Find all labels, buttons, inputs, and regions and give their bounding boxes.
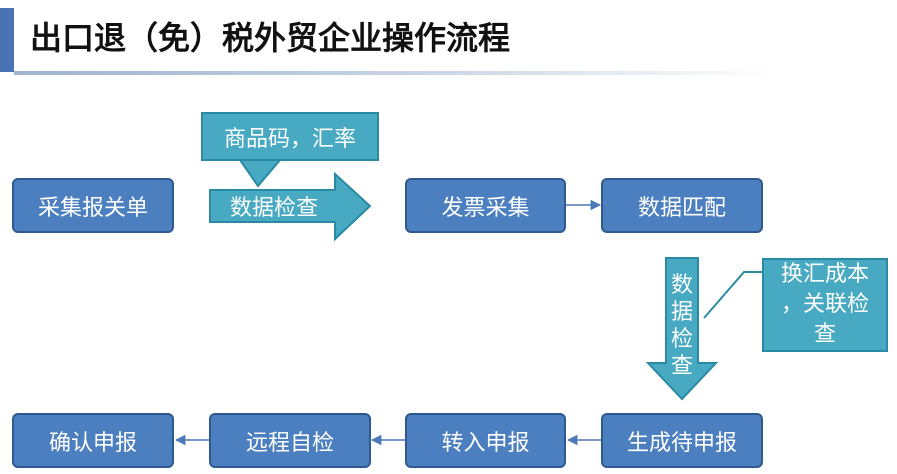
vertical-char-3: 检 xyxy=(670,327,693,352)
callout-line-2: ，关联检 xyxy=(780,292,869,317)
product-code-callout-pointer xyxy=(238,159,283,188)
title-accent-bar xyxy=(0,8,14,72)
step-invoice-collection: 发票采集 xyxy=(405,178,566,233)
vertical-char-1: 数 xyxy=(670,273,693,298)
step-data-matching: 数据匹配 xyxy=(601,178,763,233)
callout-line-1: 换汇成本 xyxy=(780,262,869,287)
arrow-label-data-check: 数据检查 xyxy=(229,196,318,221)
step-confirm-declaration: 确认申报 xyxy=(12,413,174,468)
step-remote-self-check: 远程自检 xyxy=(209,413,371,468)
title-underline xyxy=(14,71,784,75)
vertical-char-2: 据 xyxy=(670,300,693,325)
callout-exchange-cost-related-check: 换汇成本 ，关联检 查 xyxy=(762,258,888,352)
arrow-label-data-check-vertical: 数 据 检 查 xyxy=(666,262,698,390)
step-generate-pending-declaration: 生成待申报 xyxy=(601,413,763,468)
callout-product-code-exchange-rate: 商品码，汇率 xyxy=(201,112,379,161)
step-transfer-declaration: 转入申报 xyxy=(405,413,566,468)
step-collect-customs-declaration: 采集报关单 xyxy=(12,178,174,233)
data-check-block-arrow-right xyxy=(209,171,372,242)
callout-line-3: 查 xyxy=(813,322,836,347)
data-check-block-arrow-down xyxy=(645,257,719,401)
page-title: 出口退（免）税外贸企业操作流程 xyxy=(30,19,511,57)
vertical-char-4: 查 xyxy=(670,354,693,379)
exchange-cost-callout-line xyxy=(703,271,762,319)
